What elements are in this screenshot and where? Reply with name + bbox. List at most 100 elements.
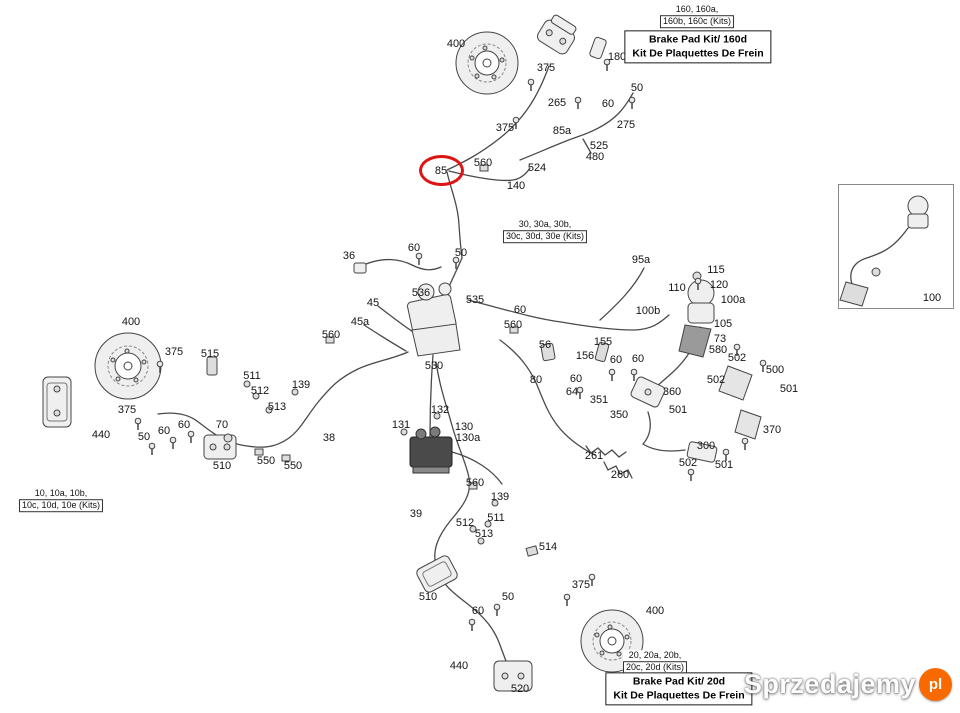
part-label-45: 45 xyxy=(366,297,380,309)
part-label-530: 530 xyxy=(424,360,444,372)
part-label-60: 60 xyxy=(569,373,583,385)
part-label-375: 375 xyxy=(536,62,556,74)
part-label-70: 70 xyxy=(215,419,229,431)
part-label-511: 511 xyxy=(243,370,261,382)
part-label-100b: 100b xyxy=(635,305,661,317)
bracket-right xyxy=(718,365,762,440)
part-label-38: 38 xyxy=(322,432,336,444)
master-cylinder xyxy=(678,271,715,358)
part-label-131: 131 xyxy=(391,419,411,431)
part-label-375: 375 xyxy=(117,404,137,416)
part-label-400: 400 xyxy=(645,605,665,617)
part-label-261: 261 xyxy=(584,450,604,462)
part-label-520: 520 xyxy=(510,683,530,695)
part-label-580: 580 xyxy=(708,344,728,356)
part-label-45a: 45a xyxy=(350,316,370,328)
part-label-80: 80 xyxy=(529,374,543,386)
part-label-513: 513 xyxy=(474,528,494,540)
part-label-180: 180 xyxy=(607,51,627,63)
part-label-500: 500 xyxy=(765,364,785,376)
part-label-501: 501 xyxy=(779,383,799,395)
part-label-511: 511 xyxy=(487,512,505,524)
part-label-375: 375 xyxy=(164,346,184,358)
brake-lines xyxy=(157,65,701,676)
part-label-60: 60 xyxy=(157,425,171,437)
part-label-370: 370 xyxy=(762,424,782,436)
clamps xyxy=(254,164,539,557)
part-label-514: 514 xyxy=(538,541,558,553)
part-label-50: 50 xyxy=(501,591,515,603)
part-label-50: 50 xyxy=(454,247,468,259)
part-label-560: 560 xyxy=(465,477,485,489)
part-label-275: 275 xyxy=(616,119,636,131)
brake-disc-left xyxy=(94,332,162,400)
part-label-525: 525 xyxy=(589,140,609,152)
kit-note-2: 10, 10a, 10b,10c, 10d, 10e (Kits) xyxy=(18,488,104,512)
part-label-60: 60 xyxy=(609,354,623,366)
part-label-130: 130 xyxy=(454,421,474,433)
part-label-536: 536 xyxy=(411,287,431,299)
part-label-60: 60 xyxy=(601,98,615,110)
part-label-60: 60 xyxy=(631,353,645,365)
part-label-60: 60 xyxy=(177,419,191,431)
part-label-139: 139 xyxy=(291,379,311,391)
pump-assembly xyxy=(406,282,461,357)
manifold xyxy=(686,441,718,463)
part-label-480: 480 xyxy=(585,151,605,163)
brake-caliper-bottom xyxy=(416,555,458,593)
speed-sensor xyxy=(206,356,218,376)
part-label-100a: 100a xyxy=(720,294,746,306)
part-label-440: 440 xyxy=(91,429,111,441)
abs-module xyxy=(409,426,453,474)
watermark: Sprzedajemy pl xyxy=(744,668,952,701)
brake-caliper-left xyxy=(42,376,72,428)
brake-caliper-right xyxy=(630,376,666,408)
kit-note-3: 20, 20a, 20b,20c, 20d (Kits) xyxy=(622,650,688,674)
part-label-502: 502 xyxy=(706,374,726,386)
caliper-bracket-top xyxy=(589,36,607,60)
part-label-375: 375 xyxy=(495,122,515,134)
part-label-50: 50 xyxy=(137,431,151,443)
inset-artwork xyxy=(839,195,929,307)
part-label-155: 155 xyxy=(593,336,613,348)
part-label-95a: 95a xyxy=(631,254,651,266)
part-label-512: 512 xyxy=(455,517,475,529)
part-label-56: 56 xyxy=(538,339,552,351)
part-label-510: 510 xyxy=(212,460,232,472)
part-label-501: 501 xyxy=(668,404,688,416)
brake-disc-top xyxy=(455,31,519,95)
brake-caliper-bottom-2 xyxy=(493,660,533,692)
part-label-132: 132 xyxy=(430,404,450,416)
part-label-260: 260 xyxy=(610,469,630,481)
part-label-375: 375 xyxy=(571,579,591,591)
part-label-36: 36 xyxy=(342,250,356,262)
part-label-350: 350 xyxy=(609,409,629,421)
part-label-502: 502 xyxy=(727,352,747,364)
part-label-60: 60 xyxy=(471,605,485,617)
part-label-50: 50 xyxy=(630,82,644,94)
part-label-100: 100 xyxy=(922,292,942,304)
part-label-120: 120 xyxy=(709,279,729,291)
part-label-535: 535 xyxy=(465,294,485,306)
kit-note-1: 30, 30a, 30b,30c, 30d, 30e (Kits) xyxy=(502,219,588,243)
watermark-text: Sprzedajemy xyxy=(743,669,916,699)
part-label-105: 105 xyxy=(713,318,733,330)
part-label-73: 73 xyxy=(713,333,727,345)
part-label-502: 502 xyxy=(678,457,698,469)
part-label-512: 512 xyxy=(250,385,270,397)
part-label-130a: 130a xyxy=(455,432,481,444)
kit-note-0: 160, 160a,160b, 160c (Kits) xyxy=(659,4,735,28)
part-label-265: 265 xyxy=(547,97,567,109)
part-label-115: 115 xyxy=(707,264,725,276)
junction-blocks xyxy=(540,341,610,363)
springs xyxy=(585,445,633,479)
part-label-550: 550 xyxy=(283,460,303,472)
part-label-39: 39 xyxy=(409,508,423,520)
part-label-560: 560 xyxy=(321,329,341,341)
part-label-60: 60 xyxy=(513,304,527,316)
watermark-badge: pl xyxy=(919,668,952,701)
part-label-400: 400 xyxy=(446,38,466,50)
inset-box xyxy=(838,184,954,309)
part-label-513: 513 xyxy=(267,401,287,413)
